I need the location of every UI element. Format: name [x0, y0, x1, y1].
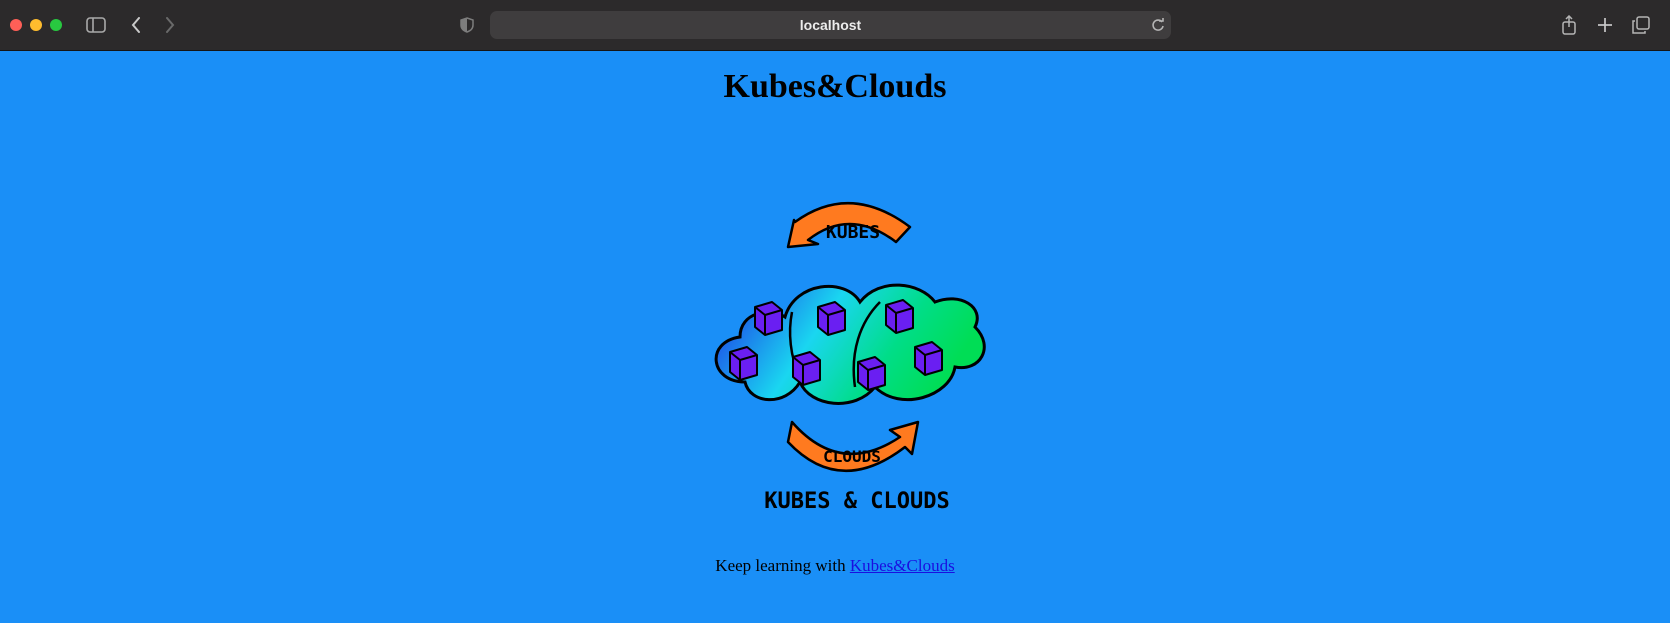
- cube-icon: [817, 301, 846, 336]
- new-tab-icon[interactable]: [1593, 13, 1617, 37]
- top-arrow-text: KUBES: [826, 222, 880, 243]
- cube-icon: [885, 299, 914, 334]
- tab-overview-icon[interactable]: [1629, 13, 1653, 37]
- cube-icon: [792, 351, 821, 386]
- browser-toolbar: localhost: [0, 0, 1670, 51]
- page-content: Kubes&Clouds KUBES: [0, 52, 1670, 623]
- address-bar[interactable]: localhost: [490, 11, 1171, 39]
- cloud-icon: [714, 283, 986, 405]
- kubes-clouds-link[interactable]: Kubes&Clouds: [849, 556, 955, 575]
- footer-label: Keep learning with: [715, 556, 850, 575]
- cube-icon: [729, 346, 758, 381]
- minimize-button[interactable]: [30, 19, 42, 31]
- cube-icon: [754, 301, 783, 336]
- top-arrow-icon: [786, 202, 912, 249]
- forward-icon[interactable]: [158, 13, 182, 37]
- footer-text: Keep learning with Kubes&Clouds: [0, 556, 1670, 576]
- cube-icon: [914, 341, 943, 376]
- bottom-arrow-icon: [786, 420, 920, 473]
- zoom-button[interactable]: [50, 19, 62, 31]
- logo-caption: KUBES & CLOUDS: [764, 489, 949, 514]
- bottom-arrow-text: CLOUDS: [823, 447, 881, 466]
- url-text: localhost: [799, 17, 862, 33]
- privacy-shield-icon[interactable]: [455, 13, 479, 37]
- back-icon[interactable]: [124, 13, 148, 37]
- sidebar-icon[interactable]: [84, 13, 108, 37]
- share-icon[interactable]: [1557, 13, 1581, 37]
- cube-icon: [857, 356, 886, 391]
- close-button[interactable]: [10, 19, 22, 31]
- kubes-clouds-logo: KUBES CLOUDS KUBES & CLOUDS: [714, 202, 986, 514]
- reload-icon[interactable]: [1151, 17, 1165, 38]
- page-title: Kubes&Clouds: [723, 68, 947, 105]
